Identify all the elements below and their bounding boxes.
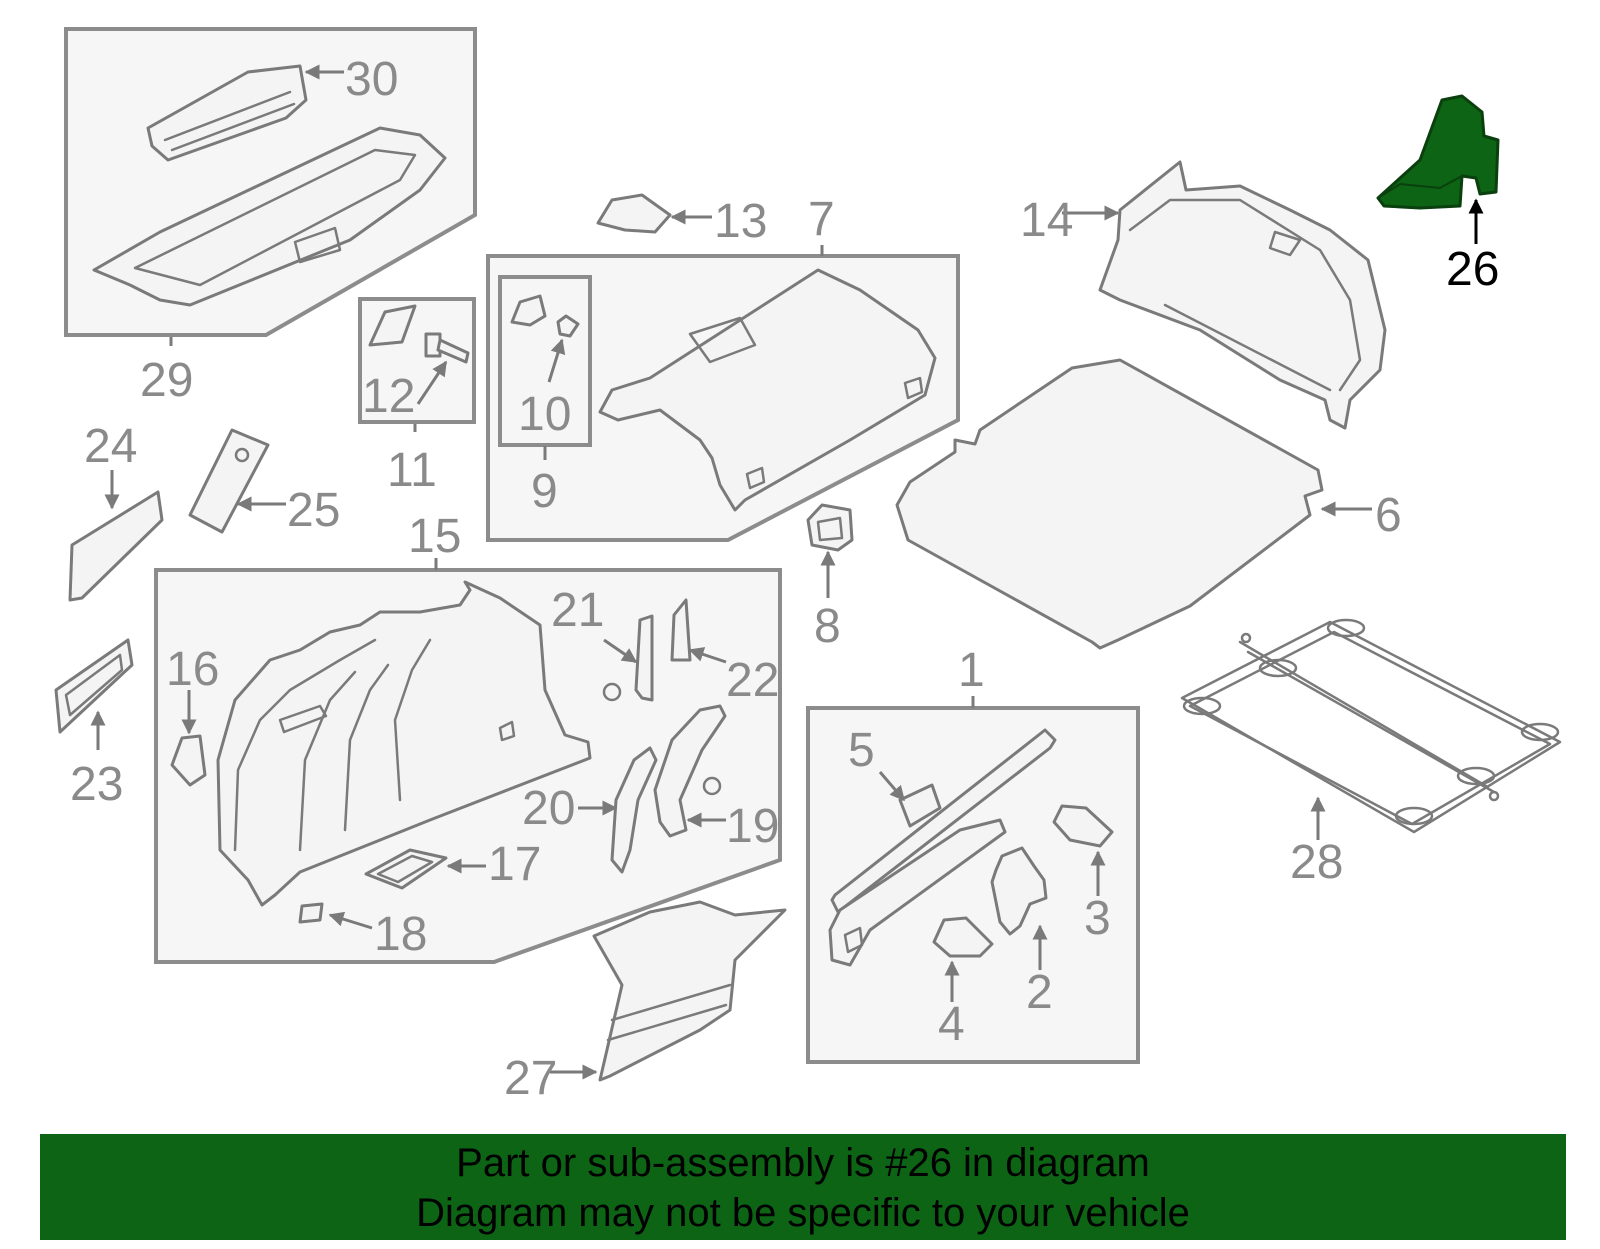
label-14: 14 bbox=[1020, 194, 1073, 247]
label-10: 10 bbox=[518, 388, 571, 441]
part-26-shape[interactable] bbox=[1376, 94, 1500, 210]
part-7-shape[interactable] bbox=[598, 268, 937, 512]
group-box-7 bbox=[486, 245, 960, 542]
label-13: 13 bbox=[714, 195, 767, 248]
label-24: 24 bbox=[84, 420, 137, 473]
label-6: 6 bbox=[1375, 489, 1402, 542]
label-18: 18 bbox=[374, 908, 427, 961]
label-1: 1 bbox=[958, 644, 985, 697]
label-20: 20 bbox=[522, 782, 575, 835]
label-7: 7 bbox=[808, 193, 835, 246]
label-16: 16 bbox=[166, 643, 219, 696]
label-12: 12 bbox=[362, 370, 415, 423]
label-3: 3 bbox=[1084, 892, 1111, 945]
part-5-shape[interactable] bbox=[898, 783, 942, 828]
label-2: 2 bbox=[1026, 966, 1053, 1019]
part-28-shape[interactable] bbox=[1180, 618, 1562, 834]
part-8-shape[interactable] bbox=[806, 503, 854, 552]
part-10-clip[interactable] bbox=[510, 294, 580, 338]
label-4: 4 bbox=[938, 998, 965, 1051]
label-25: 25 bbox=[287, 484, 340, 537]
banner-line-2: Diagram may not be specific to your vehi… bbox=[416, 1191, 1190, 1235]
part-15-shape[interactable] bbox=[216, 580, 592, 907]
part-22-shape[interactable] bbox=[670, 598, 692, 662]
part-18-shape[interactable] bbox=[298, 902, 324, 924]
info-banner: Part or sub-assembly is #26 in diagram D… bbox=[40, 1134, 1566, 1240]
part-1-shape[interactable] bbox=[828, 728, 1057, 967]
part-4-shape[interactable] bbox=[932, 916, 994, 958]
group-box-15 bbox=[154, 558, 782, 964]
label-26: 26 bbox=[1446, 243, 1499, 296]
part-2-shape[interactable] bbox=[990, 846, 1048, 936]
part-27-shape[interactable] bbox=[592, 900, 787, 1082]
part-25-shape[interactable] bbox=[188, 428, 270, 534]
part-3-shape[interactable] bbox=[1052, 804, 1114, 848]
label-5: 5 bbox=[848, 724, 875, 777]
label-27: 27 bbox=[504, 1052, 557, 1105]
label-8: 8 bbox=[814, 600, 841, 653]
part-23-shape[interactable] bbox=[54, 638, 134, 734]
label-11: 11 bbox=[387, 444, 437, 497]
part-11-clip[interactable] bbox=[368, 304, 417, 347]
part-21-shape[interactable] bbox=[602, 614, 654, 702]
label-29: 29 bbox=[140, 354, 193, 407]
label-23: 23 bbox=[70, 758, 123, 811]
label-30: 30 bbox=[345, 53, 398, 106]
group-box-29 bbox=[64, 27, 477, 346]
part-24-shape[interactable] bbox=[68, 490, 164, 602]
group-box-11 bbox=[358, 297, 476, 432]
label-22: 22 bbox=[726, 654, 779, 707]
part-30-shape[interactable] bbox=[146, 64, 308, 162]
label-17: 17 bbox=[488, 838, 541, 891]
label-15: 15 bbox=[408, 510, 461, 563]
part-6-shape[interactable] bbox=[895, 358, 1324, 650]
part-20-shape[interactable] bbox=[610, 746, 658, 874]
label-19: 19 bbox=[726, 800, 779, 853]
part-12-bolt[interactable] bbox=[424, 332, 470, 364]
group-box-1 bbox=[806, 696, 1140, 1064]
part-16-shape[interactable] bbox=[170, 734, 207, 787]
label-9: 9 bbox=[531, 465, 558, 518]
label-28: 28 bbox=[1290, 836, 1343, 889]
part-19-shape[interactable] bbox=[653, 704, 727, 838]
part-13-shape[interactable] bbox=[596, 193, 672, 234]
part-29-shape[interactable] bbox=[92, 126, 447, 307]
part-17-shape[interactable] bbox=[364, 848, 448, 890]
label-21: 21 bbox=[551, 584, 604, 637]
banner-line-1: Part or sub-assembly is #26 in diagram bbox=[456, 1141, 1150, 1185]
part-14-shape[interactable] bbox=[1098, 160, 1387, 430]
